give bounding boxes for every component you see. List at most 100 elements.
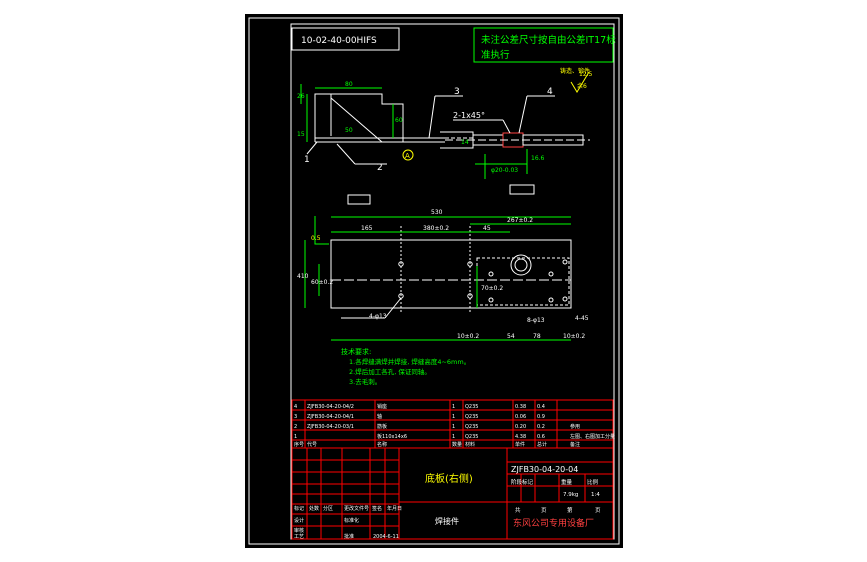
bom-header-cell: 数量 bbox=[452, 441, 462, 448]
bom-header-cell: 名称 bbox=[377, 441, 387, 448]
svg-text:530: 530 bbox=[431, 209, 443, 216]
svg-text:φ20-0.03: φ20-0.03 bbox=[491, 167, 518, 174]
bom-header-cell: 代号 bbox=[307, 441, 317, 448]
bom-header-cell: 备注 bbox=[570, 441, 580, 448]
bom-cell: Q235 bbox=[465, 424, 478, 430]
balloon-3: 3 bbox=[454, 87, 460, 97]
svg-text:10±0.2: 10±0.2 bbox=[457, 333, 479, 340]
svg-text:410: 410 bbox=[297, 273, 309, 280]
bom-cell: 0.06 bbox=[515, 414, 526, 420]
bom-cell: 1 bbox=[452, 404, 455, 410]
tech-note-3: 3.去毛刺。 bbox=[349, 377, 381, 386]
tech-note-2: 2.焊后加工各孔, 保证同轴。 bbox=[349, 367, 431, 376]
code-box bbox=[291, 27, 400, 51]
sign-cell: 批准 bbox=[344, 533, 354, 540]
bom-cell: 筋板 bbox=[377, 423, 387, 430]
svg-text:8-φ13: 8-φ13 bbox=[527, 317, 545, 324]
tech-note-1: 1.各焊缝满焊并焊接, 焊缝高度4~6mm。 bbox=[349, 357, 470, 366]
svg-text:15: 15 bbox=[297, 131, 305, 138]
bom-header-cell: 单件 bbox=[515, 441, 525, 448]
svg-text:页: 页 bbox=[595, 507, 601, 514]
bom-cell: 轴 bbox=[377, 413, 382, 420]
svg-text:4-φ13: 4-φ13 bbox=[369, 313, 387, 320]
mirror-code: 10-02-40-00HIFS bbox=[301, 36, 377, 46]
sign-cell: 年月日 bbox=[387, 505, 402, 512]
part-name: 底板(右侧) bbox=[425, 472, 473, 485]
scale-value: 1:4 bbox=[591, 492, 600, 498]
bom-cell: 销座 bbox=[377, 403, 387, 410]
bom-cell: 板110x14x6 bbox=[377, 433, 407, 440]
bom-cell: 4.38 bbox=[515, 434, 526, 440]
svg-text:0.5: 0.5 bbox=[311, 235, 321, 242]
bom-cell: 0.2 bbox=[537, 424, 545, 430]
tolerance-box bbox=[473, 27, 614, 63]
svg-text:页: 页 bbox=[541, 507, 547, 514]
svg-text:60: 60 bbox=[395, 117, 403, 124]
bom-cell: ZJFB30-04-20-04/2 bbox=[307, 404, 354, 410]
detail-tag: A bbox=[405, 152, 410, 160]
bom-cell: 0.38 bbox=[515, 404, 526, 410]
tolerance-note-line2: 准执行 bbox=[481, 49, 510, 61]
detail-marker bbox=[402, 149, 414, 161]
bom-cell: 参用 bbox=[570, 423, 580, 430]
bom-cell: 4 bbox=[294, 404, 297, 410]
balloon-2: 2 bbox=[377, 163, 383, 173]
company-name: 东风公司专用设备厂 bbox=[513, 517, 594, 529]
part-type: 焊接件 bbox=[435, 516, 459, 526]
weight-value: 7.9kg bbox=[563, 492, 578, 498]
sign-cell: 签名 bbox=[372, 505, 382, 512]
sign-cell: 标记 bbox=[294, 505, 304, 512]
svg-text:第: 第 bbox=[567, 506, 573, 514]
svg-text:4-45: 4-45 bbox=[575, 315, 589, 322]
bom-cell: Q235 bbox=[465, 434, 478, 440]
svg-text:16.6: 16.6 bbox=[531, 155, 545, 162]
drawing-number: ZJFB30-04-20-04 bbox=[511, 465, 578, 474]
outer-frame bbox=[248, 17, 620, 545]
svg-text:14: 14 bbox=[461, 139, 469, 146]
svg-text:26: 26 bbox=[297, 93, 305, 100]
svg-text:10±0.2: 10±0.2 bbox=[563, 333, 585, 340]
balloon-1: 1 bbox=[304, 155, 310, 165]
svg-text:80: 80 bbox=[345, 81, 353, 88]
weight-label: 重量 bbox=[561, 478, 573, 486]
bom-cell: Q235 bbox=[465, 414, 478, 420]
svg-text:78: 78 bbox=[533, 333, 541, 340]
bom-cell: ZJFB30-04-20-04/1 bbox=[307, 414, 354, 420]
bom-cell: 0.9 bbox=[537, 414, 545, 420]
sign-cell: 处数 bbox=[309, 505, 319, 512]
plan-view: 530 267±0.2 165 380±0.2 45 410 60±0.2 70… bbox=[297, 209, 589, 341]
svg-text:45: 45 bbox=[483, 225, 491, 232]
sign-cell: 设计 bbox=[294, 517, 304, 524]
bom-cell: 1 bbox=[452, 414, 455, 420]
sign-cell: 审核 bbox=[294, 527, 304, 534]
tolerance-note-line1: 未注公差尺寸按自由公差IT17标 bbox=[481, 34, 616, 46]
cad-drawing: 10-02-40-00HIFS 未注公差尺寸按自由公差IT17标 准执行 12.… bbox=[248, 17, 620, 545]
svg-text:267±0.2: 267±0.2 bbox=[507, 217, 533, 224]
svg-text:12.5: 12.5 bbox=[579, 71, 593, 78]
sign-cell: 2004-6-11 bbox=[373, 534, 399, 540]
bom-cell: 2 bbox=[294, 424, 297, 430]
svg-text:铸造、锻件: 铸造、锻件 bbox=[560, 67, 590, 75]
bom-header-cell: 序号 bbox=[294, 441, 304, 448]
bom-header-cell: 总计 bbox=[537, 441, 547, 448]
chamfer-note: 2-1x45° bbox=[453, 111, 485, 120]
tech-title: 技术要求: bbox=[341, 347, 371, 356]
technical-requirements: 技术要求: 1.各焊缝满焊并焊接, 焊缝高度4~6mm。 2.焊后加工各孔, 保… bbox=[341, 347, 470, 386]
bom-cell: ZJFB30-04-20-03/1 bbox=[307, 424, 354, 430]
bom-cell: 0.4 bbox=[537, 404, 545, 410]
bom-cell: 1 bbox=[452, 424, 455, 430]
elevation-view: 80 26 50 15 60 14 φ20-0.03 16.6 2-1x45° … bbox=[297, 81, 590, 205]
svg-text:50: 50 bbox=[345, 127, 353, 134]
bom-cell: 左图、右图加工分量 bbox=[570, 433, 615, 440]
stage-label: 阶段标记 bbox=[511, 478, 534, 486]
bom-cell: 0.20 bbox=[515, 424, 526, 430]
scale-label: 比例 bbox=[587, 478, 599, 486]
sign-cell: 标准化 bbox=[344, 517, 359, 524]
balloon-4: 4 bbox=[547, 87, 553, 97]
bom-cell: 1 bbox=[294, 434, 297, 440]
svg-text:70±0.2: 70±0.2 bbox=[481, 285, 503, 292]
drawing-sheet: 10-02-40-00HIFS 未注公差尺寸按自由公差IT17标 准执行 12.… bbox=[245, 14, 623, 548]
bom-cell: Q235 bbox=[465, 404, 478, 410]
bom-cell: 3 bbox=[294, 414, 297, 420]
